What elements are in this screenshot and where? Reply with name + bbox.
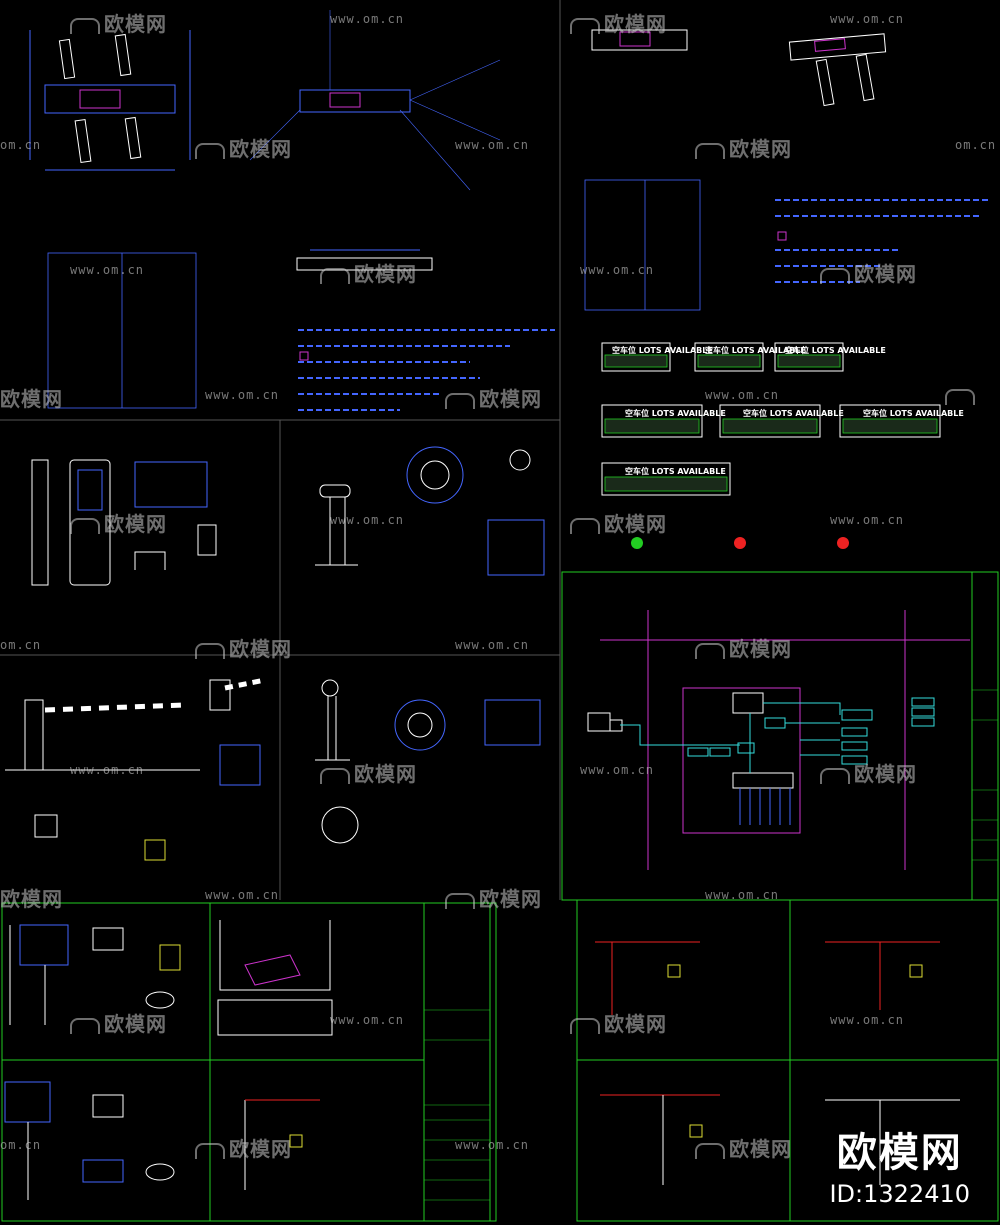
bottom-right-barriers xyxy=(595,941,960,1185)
watermark-url: om.cn xyxy=(0,638,42,652)
bottom-left-drawings xyxy=(4,920,333,1200)
watermark-url: www.om.cn xyxy=(455,1138,530,1152)
sofa-logo-icon xyxy=(945,388,975,405)
sofa-logo-icon xyxy=(70,17,100,34)
watermark-brand: 欧模网 xyxy=(695,133,792,162)
watermark-url: www.om.cn xyxy=(830,513,905,527)
watermark-brand: 欧模网 xyxy=(195,133,292,162)
turnstile-plan-topleft xyxy=(29,30,191,171)
sofa-logo-icon xyxy=(695,642,725,659)
spec-table-right xyxy=(584,179,701,311)
magenta-legend-swatch xyxy=(299,351,309,361)
watermark-url: www.om.cn xyxy=(830,1013,905,1027)
rail-section xyxy=(296,249,433,271)
watermark-url: om.cn xyxy=(0,138,42,152)
watermark-brand: 欧模网 xyxy=(820,758,917,787)
sofa-logo-icon xyxy=(695,1142,725,1159)
watermark-brand: 欧模网 xyxy=(445,883,542,912)
watermark-url: www.om.cn xyxy=(455,138,530,152)
sofa-logo-icon xyxy=(320,267,350,284)
sofa-logo-icon xyxy=(320,767,350,784)
watermark-url: www.om.cn xyxy=(205,388,280,402)
system-diagram xyxy=(587,610,970,870)
magenta-legend-swatch-right xyxy=(777,231,787,241)
sofa-logo-icon xyxy=(70,1017,100,1034)
parking-led-displays xyxy=(601,342,941,496)
sofa-logo-icon xyxy=(570,517,600,534)
sofa-logo-icon xyxy=(445,392,475,409)
watermark-brand: 欧模网 xyxy=(445,383,542,412)
parking-sign-label: 空车位 LOTS AVAILABLE xyxy=(625,409,726,418)
watermark-url: www.om.cn xyxy=(455,638,530,652)
watermark-url: www.om.cn xyxy=(70,263,145,277)
sofa-logo-icon xyxy=(70,517,100,534)
watermark-brand: 欧模网 xyxy=(570,508,667,537)
watermark-brand: 欧模网 xyxy=(195,633,292,662)
footer-brand: 欧模网 ID:1322410 xyxy=(829,1120,970,1208)
indicator-lights xyxy=(631,537,849,549)
watermark-brand: 欧模网 xyxy=(320,758,417,787)
watermark-brand: 欧模网 xyxy=(195,1133,292,1162)
watermark-brand: 欧模网 xyxy=(0,887,63,911)
led-screens xyxy=(604,354,938,492)
sofa-logo-icon xyxy=(820,267,850,284)
watermark-brand: 欧模网 xyxy=(70,8,167,37)
footer-brand-name: 欧模网 xyxy=(836,1130,963,1176)
watermark-brand: 欧模网 xyxy=(0,387,63,411)
watermark-brand: 欧模网 xyxy=(570,8,667,37)
watermark-url: www.om.cn xyxy=(705,888,780,902)
watermark-url: www.om.cn xyxy=(580,763,655,777)
watermark-brand: 欧模网 xyxy=(70,1008,167,1037)
watermark-brand xyxy=(945,383,979,407)
green-title-frames xyxy=(1,571,999,1222)
watermark-url: www.om.cn xyxy=(330,513,405,527)
watermark-brand: 欧模网 xyxy=(70,508,167,537)
turnstile-detail-top-center xyxy=(249,10,501,191)
watermark-url: www.om.cn xyxy=(70,763,145,777)
watermark-url: www.om.cn xyxy=(705,388,780,402)
spec-table-left xyxy=(47,252,197,409)
watermark-url: www.om.cn xyxy=(330,12,405,26)
parking-sign-label: 空车位 LOTS AVAILABLE xyxy=(612,346,713,355)
parking-sign-label: 空车位 LOTS AVAILABLE xyxy=(743,409,844,418)
sofa-logo-icon xyxy=(195,1142,225,1159)
watermark-url: om.cn xyxy=(955,138,997,152)
watermark-brand: 欧模网 xyxy=(570,1008,667,1037)
watermark-brand: 欧模网 xyxy=(695,633,792,662)
panel-frames xyxy=(0,0,561,900)
sofa-logo-icon xyxy=(570,1017,600,1034)
sofa-logo-icon xyxy=(820,767,850,784)
sofa-logo-icon xyxy=(445,892,475,909)
watermark-url: www.om.cn xyxy=(330,1013,405,1027)
sofa-logo-icon xyxy=(195,142,225,159)
watermark-url: www.om.cn xyxy=(580,263,655,277)
footer-model-id: ID:1322410 xyxy=(829,1180,970,1208)
watermark-url: www.om.cn xyxy=(830,12,905,26)
watermark-url: www.om.cn xyxy=(205,888,280,902)
watermark-brand: 欧模网 xyxy=(695,1133,792,1162)
sofa-logo-icon xyxy=(570,17,600,34)
turnstile-plan-topright xyxy=(591,29,887,107)
watermark-url: om.cn xyxy=(0,1138,42,1152)
parking-sign-label: 空车位 LOTS AVAILABLE xyxy=(863,409,964,418)
watermark-brand: 欧模网 xyxy=(820,258,917,287)
parking-sign-label: 空车位 LOTS AVAILABLE xyxy=(625,467,726,476)
parking-sign-label: 空车位 LOTS AVAILABLE xyxy=(705,346,806,355)
camera-pole xyxy=(315,446,545,576)
notes-text-blocks xyxy=(298,199,990,411)
barrier-gate xyxy=(5,677,266,861)
sofa-logo-icon xyxy=(695,142,725,159)
watermark-brand: 欧模网 xyxy=(320,258,417,287)
lamp-pole xyxy=(315,679,541,844)
sofa-logo-icon xyxy=(195,642,225,659)
title-block-lines xyxy=(424,689,998,1201)
parking-sign-label: 空车位 LOTS AVAILABLE xyxy=(785,346,886,355)
